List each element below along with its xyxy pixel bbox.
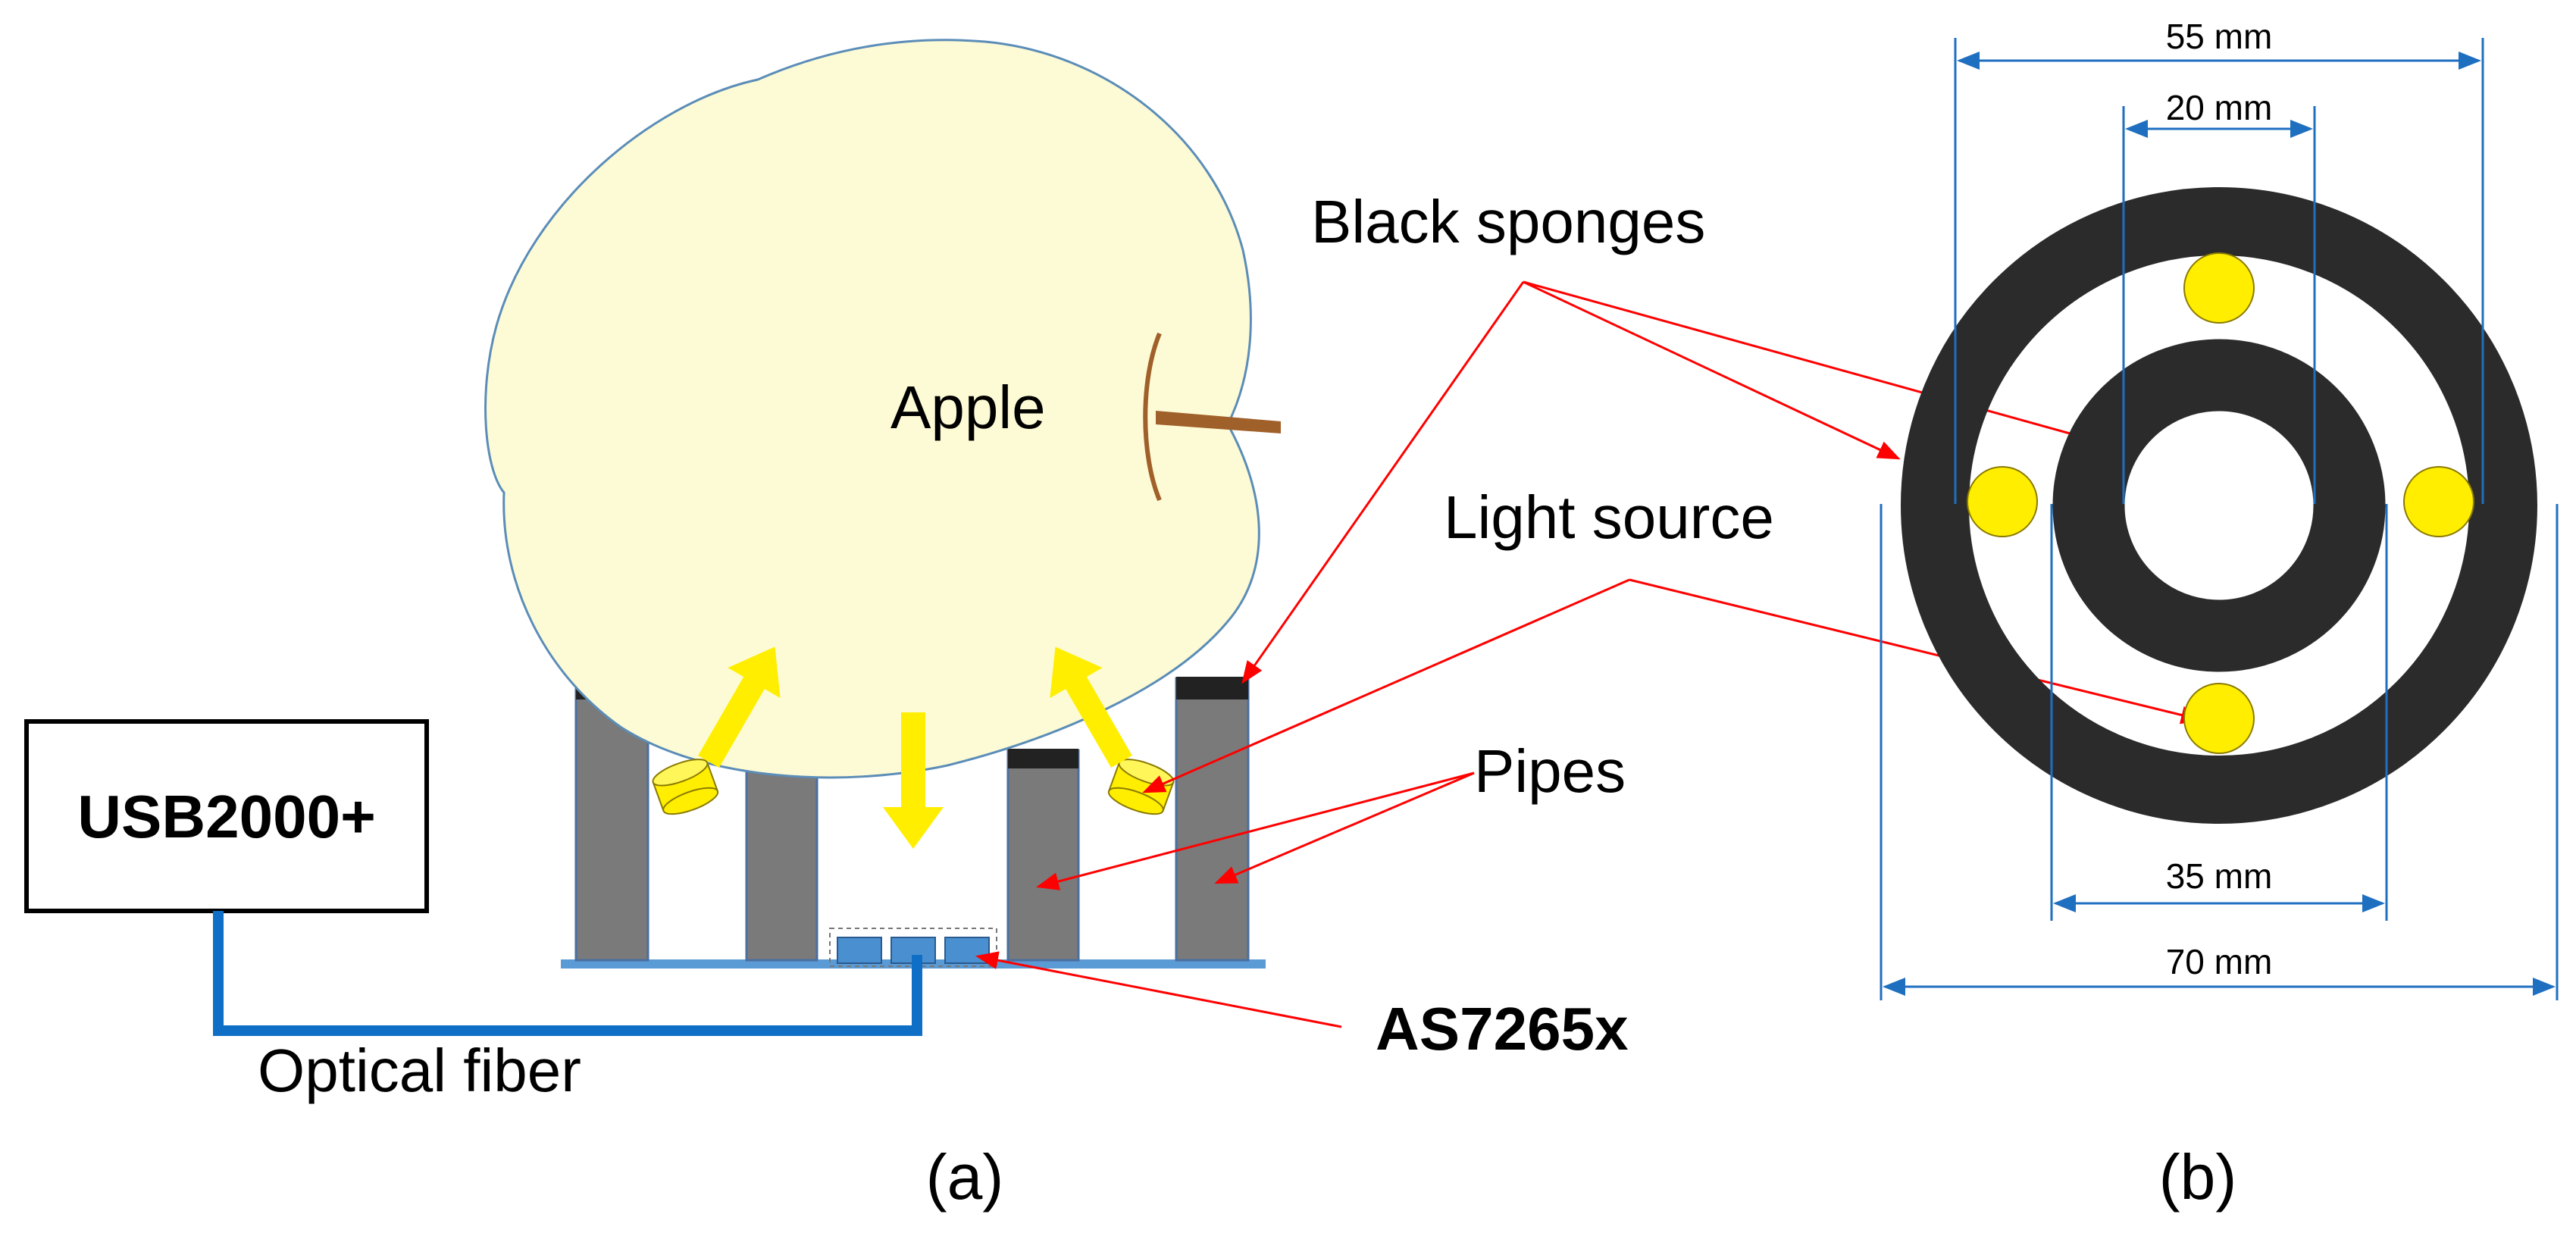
dimension-20mm: 20 mm <box>2166 88 2273 127</box>
apple-shape <box>484 39 1260 779</box>
pipe-inner-right <box>1006 749 1080 962</box>
pointer-lines <box>975 280 2204 1028</box>
inner-sponge-ring <box>2052 339 2386 672</box>
light-source-bottom <box>2183 683 2255 754</box>
dimension-55mm: 55 mm <box>2166 17 2273 56</box>
yellow-arrow-icon <box>883 712 944 849</box>
sensor-chip <box>944 937 990 964</box>
yellow-arrow-icon <box>698 646 781 768</box>
dimension-70mm: 70 mm <box>2166 942 2273 981</box>
sponge-outer-right <box>1176 677 1248 699</box>
black-sponges-label: Black sponges <box>1311 188 1705 255</box>
as7265x-label: AS7265x <box>1376 995 1629 1062</box>
pipes <box>574 677 1250 962</box>
light-source-right <box>2403 466 2474 537</box>
stem-icon <box>1143 332 1281 502</box>
light-source-label: Light source <box>1444 483 1774 551</box>
optical-fiber-label: Optical fiber <box>258 1037 581 1104</box>
pipes-label: Pipes <box>1474 737 1626 805</box>
sensor-chip <box>837 937 882 964</box>
dimension-lines <box>1880 38 2559 1000</box>
cylinder-led-icon <box>652 759 719 815</box>
apple-label: Apple <box>890 374 1046 441</box>
sponge-inner-right <box>1008 749 1078 768</box>
usb2000-label: USB2000+ <box>77 783 376 850</box>
pipe-outer-right <box>1175 677 1250 962</box>
light-source-top <box>2183 252 2255 324</box>
caption-a: (a) <box>926 1141 1004 1213</box>
panel-b: 55 mm 20 mm 35 mm 70 mm (b) <box>1880 17 2559 1213</box>
light-source-left <box>1967 466 2038 537</box>
caption-b: (b) <box>2159 1141 2237 1213</box>
sensor-as7265x <box>829 928 997 967</box>
usb2000-box <box>24 719 429 913</box>
yellow-arrow-icon <box>1050 646 1132 768</box>
outer-sponge-ring <box>1901 187 2537 824</box>
optical-fiber <box>213 911 922 1036</box>
pipe-inner-left <box>745 749 818 962</box>
panel-a: Apple <box>24 39 2204 1213</box>
dimension-35mm: 35 mm <box>2166 856 2273 896</box>
